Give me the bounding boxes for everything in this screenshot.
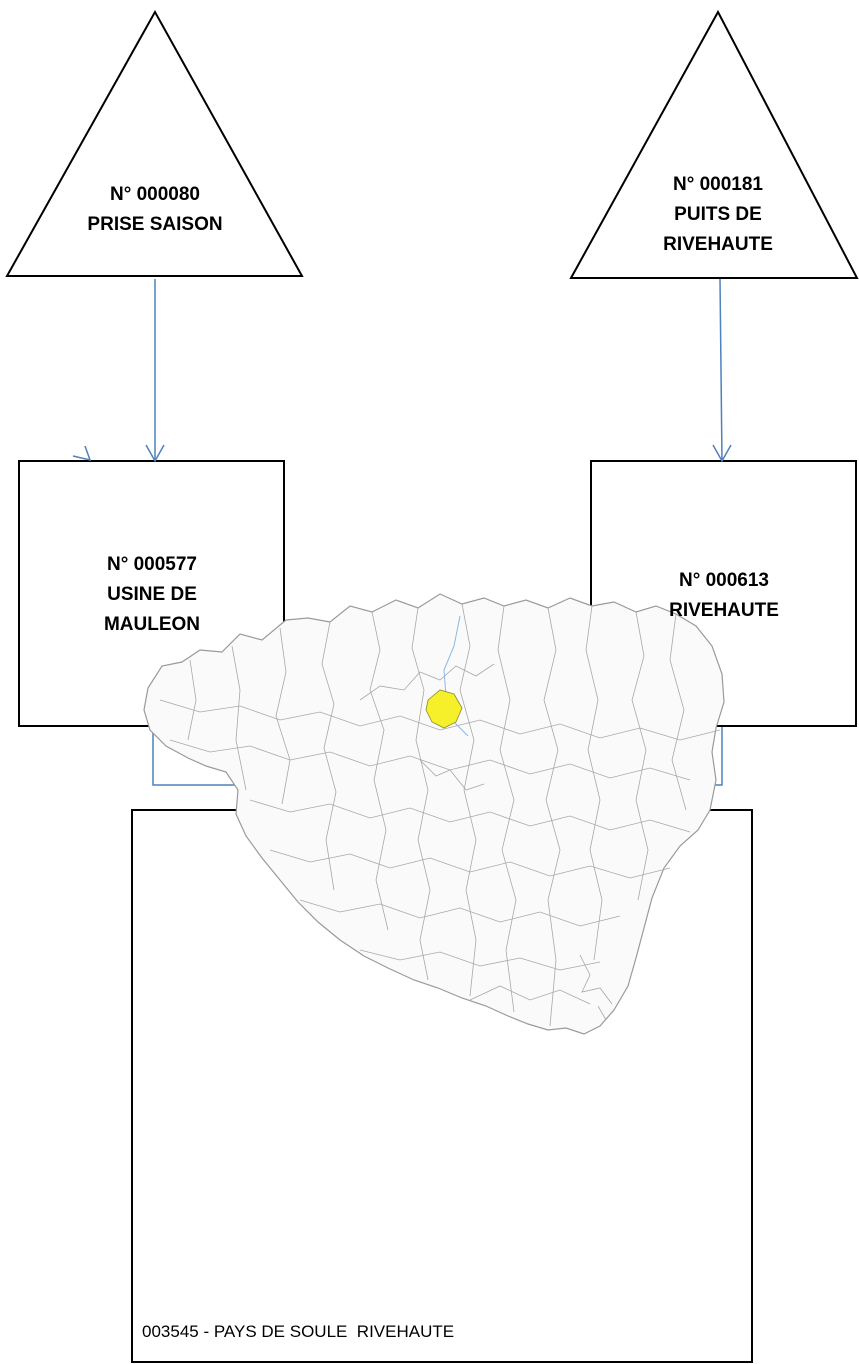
network-caption: 003545 - PAYS DE SOULE RIVEHAUTE	[142, 1322, 455, 1341]
arrow-right-head	[712, 444, 732, 463]
plant-left-name-1: USINE DE	[107, 584, 197, 605]
plant-left-name-2: MAULEON	[103, 614, 201, 635]
map-outline	[143, 593, 725, 1035]
arrow-left-head	[145, 444, 165, 463]
plant-left-label: N° 000577 USINE DE MAULEON	[104, 550, 200, 640]
plant-right-name: RIVEHAUTE	[669, 600, 779, 621]
source-left-label: N° 000080 PRISE SAISON	[87, 180, 222, 240]
plant-right-label: N° 000613 RIVEHAUTE	[669, 566, 779, 626]
department-map	[143, 593, 725, 1035]
source-left-triangle	[5, 9, 304, 277]
highlighted-commune	[425, 689, 463, 729]
source-left-id: N° 000080	[110, 184, 200, 205]
source-right-label: N° 000181 PUITS DE RIVEHAUTE	[663, 170, 773, 260]
plant-right-id: N° 000613	[678, 570, 769, 591]
plant-left-id: N° 000577	[107, 554, 197, 575]
source-left-name: PRISE SAISON	[87, 214, 223, 235]
source-right-id: N° 000181	[672, 174, 763, 195]
source-right-triangle	[569, 9, 859, 279]
stray-arrow-head	[72, 445, 92, 462]
commune-borders	[159, 603, 721, 1027]
arrow-right-down	[719, 278, 723, 462]
source-right-name-1: PUITS DE	[674, 204, 762, 225]
source-right-name-2: RIVEHAUTE	[663, 234, 773, 255]
